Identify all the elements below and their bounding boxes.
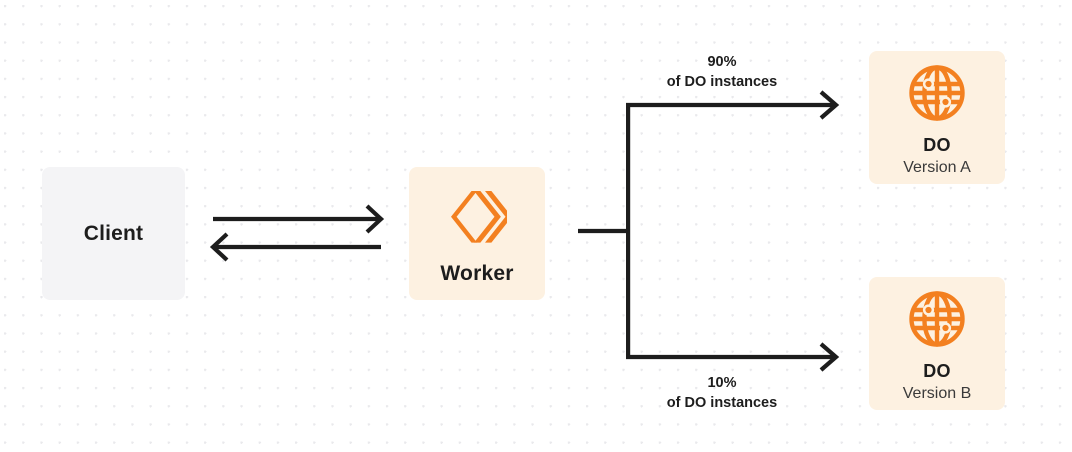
edge-label-do-a-percent: 90% bbox=[707, 54, 737, 70]
node-do-version-a[interactable]: DO Version A bbox=[869, 51, 1005, 184]
durable-object-globe-icon bbox=[907, 289, 967, 349]
edge-label-do-b-desc: of DO instances bbox=[666, 394, 778, 411]
node-client[interactable]: Client bbox=[42, 167, 185, 300]
node-do-a-label: DO bbox=[923, 134, 951, 155]
node-worker[interactable]: Worker bbox=[409, 167, 545, 300]
connector-worker-branch bbox=[578, 105, 631, 357]
durable-object-globe-icon bbox=[907, 63, 967, 123]
edge-label-do-b-percent: 10% bbox=[707, 375, 737, 391]
arrow-client-to-worker bbox=[213, 204, 385, 234]
arrow-worker-to-do-b bbox=[626, 342, 840, 372]
arrow-worker-to-do-a bbox=[626, 90, 840, 120]
node-do-b-label: DO bbox=[923, 360, 951, 381]
cloudflare-workers-icon bbox=[447, 188, 512, 246]
node-client-label: Client bbox=[83, 221, 144, 245]
edge-label-do-a: 90% of DO instances bbox=[628, 53, 816, 93]
node-do-b-version: Version B bbox=[902, 384, 972, 402]
edge-label-do-a-desc: of DO instances bbox=[666, 73, 778, 90]
node-worker-label: Worker bbox=[440, 261, 514, 285]
node-do-version-b[interactable]: DO Version B bbox=[869, 277, 1005, 410]
edge-label-do-b: 10% of DO instances bbox=[628, 374, 816, 414]
node-do-a-version: Version A bbox=[903, 158, 971, 176]
arrow-worker-to-client bbox=[209, 232, 381, 262]
